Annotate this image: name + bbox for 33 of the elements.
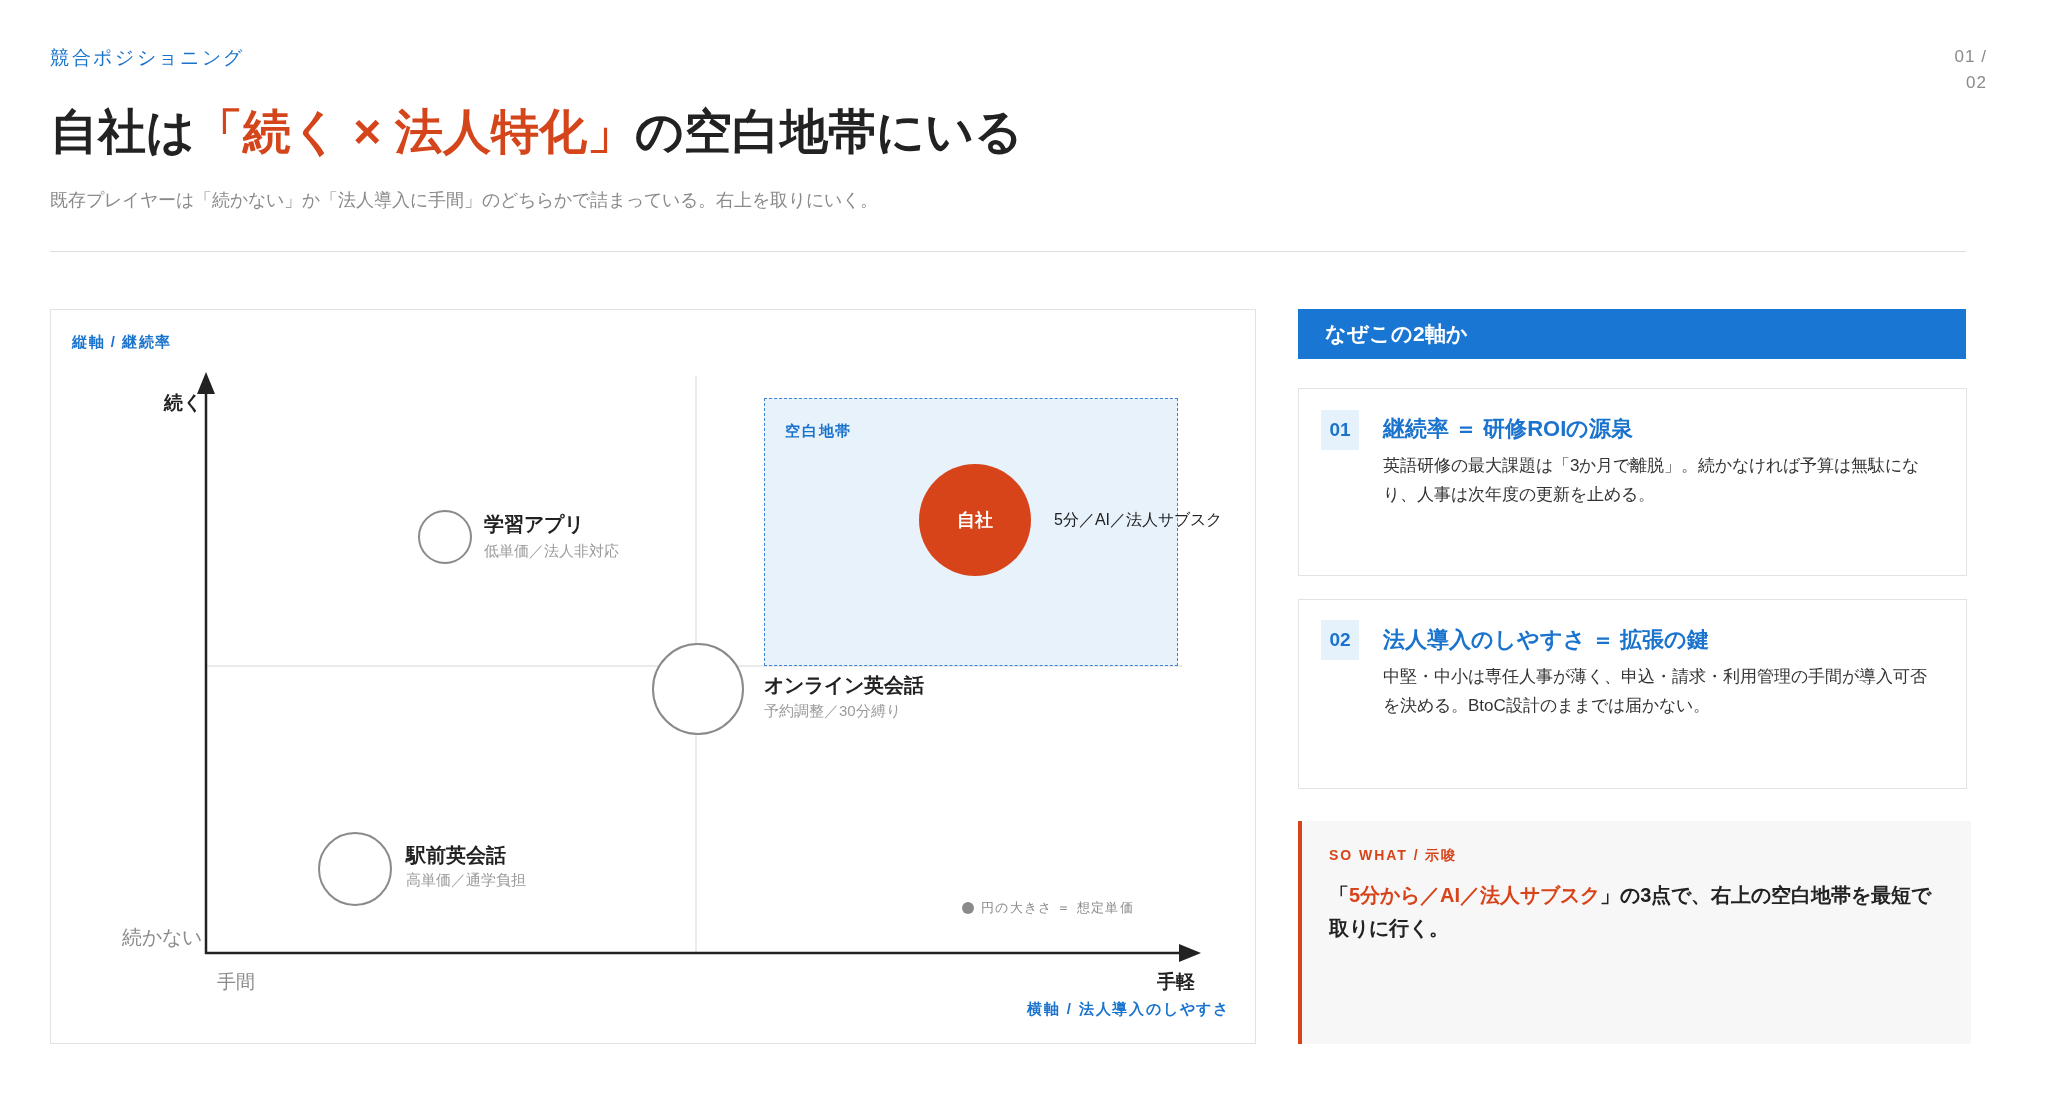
number-tile: 01	[1321, 410, 1359, 450]
page-title: 自社は「続く × 法人特化」の空白地帯にいる	[50, 104, 1023, 160]
reason-card	[1298, 388, 1967, 576]
axis-end-label: 続く	[164, 391, 202, 415]
takeaway-panel	[1298, 821, 1971, 1044]
page-number: 01 / 02	[1953, 46, 1987, 94]
bubble-caption: 予約調整／30分縛り	[764, 701, 901, 721]
takeaway-text: 「5分から／AI／法人サブスク」の3点で、右上の空白地帯を最短で取りに行く。	[1329, 883, 1933, 941]
axis-end-label: 手軽	[1157, 970, 1195, 994]
bubble-caption: 低単価／法人非対応	[484, 541, 619, 561]
header-label: 競合ポジショニング	[50, 46, 245, 70]
card-body: 中堅・中小は専任人事が薄く、申込・請求・利用管理の手間が導入可否を決める。BtoC設計のままでは届かない。	[1383, 666, 1928, 717]
bubble-caption: 高単価／通学負担	[406, 870, 526, 890]
zone-label: 空白地帯	[785, 421, 853, 441]
position-bubble	[418, 510, 472, 564]
bubble-title: 駅前英会話	[406, 843, 506, 868]
card-body: 英語研修の最大課題は「3か月で離脱」。続かなければ予算は無駄になり、人事は次年度の更新を止める。	[1383, 455, 1921, 506]
axis-title: 縦軸 / 継続率	[72, 332, 172, 352]
axis-title: 横軸 / 法人導入のしやすさ	[1027, 999, 1230, 1019]
card-heading: 継続率 ＝ 研修ROIの源泉	[1383, 415, 1634, 443]
section-header-bar: なぜこの2軸か	[1298, 309, 1966, 359]
subtitle: 既存プレイヤーは「続かない」か「法人導入に手間」のどちらかで詰まっている。右上を取りにいく。	[50, 189, 878, 212]
eyebrow-label: SO WHAT / 示唆	[1329, 846, 1458, 865]
card-heading: 法人導入のしやすさ ＝ 拡張の鍵	[1383, 626, 1710, 654]
axis-end-label: 手間	[217, 970, 255, 994]
reason-card	[1298, 599, 1967, 789]
legend-text: 円の大きさ ＝ 想定単価	[981, 899, 1134, 917]
number-tile: 02	[1321, 620, 1359, 660]
axis-end-label: 続かない	[122, 925, 202, 950]
bubble-title: オンライン英会話	[764, 673, 924, 698]
own-company-bubble: 自社	[919, 464, 1031, 576]
bubble-caption: 5分／AI／法人サブスク	[1054, 510, 1222, 530]
bubble-title: 学習アプリ	[484, 512, 584, 537]
